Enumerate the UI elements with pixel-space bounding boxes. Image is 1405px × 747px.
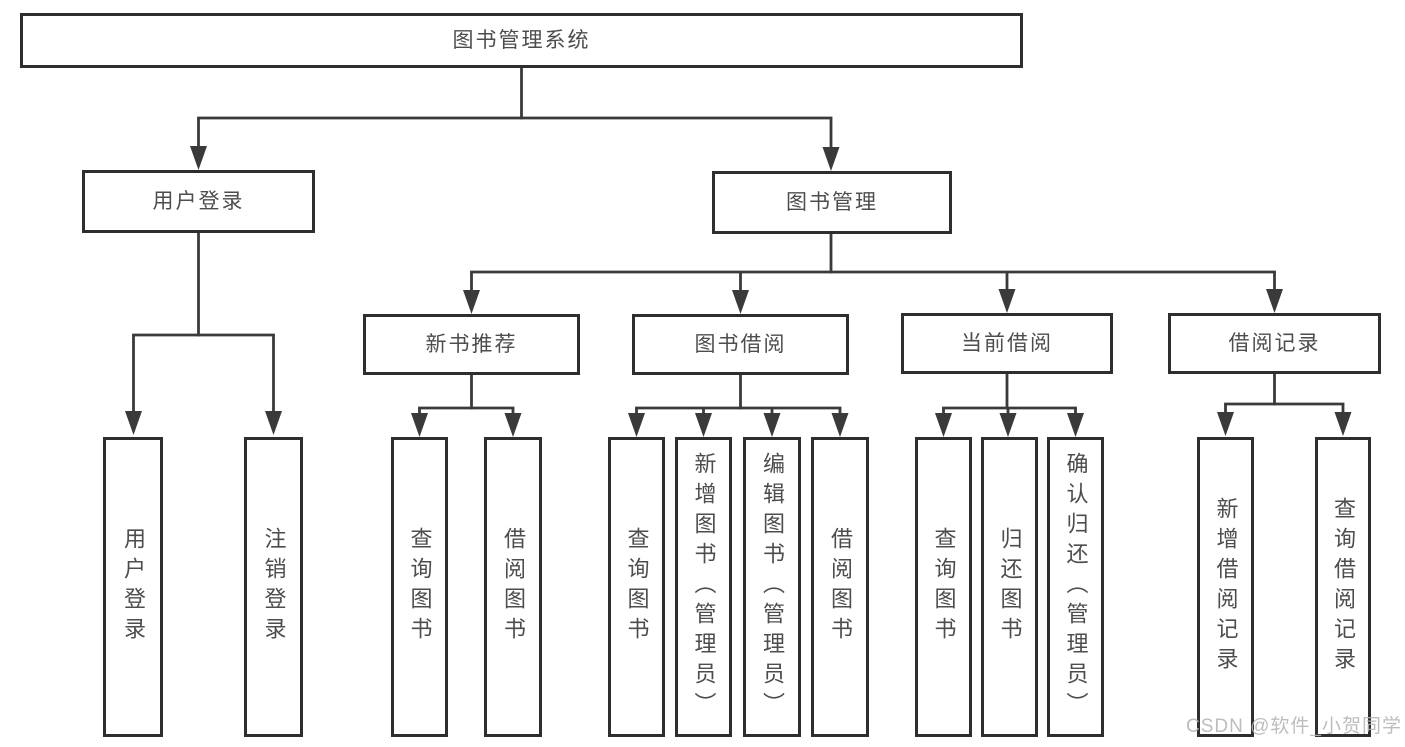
node-label: 新增借阅记录: [1213, 497, 1239, 677]
leaf-br-add-borrow-record: 新增借阅记录: [1197, 437, 1254, 737]
node-label: 用户登录: [121, 527, 146, 647]
node-current-borrow: 当前借阅: [901, 313, 1113, 374]
edges-new-book-recommend-children: [411, 375, 522, 437]
edges-root-to-level2: [190, 68, 840, 171]
node-label: 借阅记录: [1228, 332, 1321, 355]
edges-user-login-children: [125, 233, 282, 435]
node-label: 用户登录: [152, 190, 245, 213]
edges-current-borrow-children: [935, 374, 1084, 437]
leaf-user-login: 用户登录: [103, 437, 163, 737]
node-label: 图书管理系统: [452, 29, 591, 52]
leaf-nbr-query-books: 查询图书: [391, 437, 448, 737]
node-label: 注销登录: [261, 527, 287, 647]
edges-book-management-sections: [463, 234, 1283, 314]
leaf-cb-confirm-return-admin: 确认归还（管理员）: [1047, 437, 1104, 737]
node-label: 查询图书: [931, 527, 957, 647]
node-new-book-recommend: 新书推荐: [363, 314, 580, 375]
node-label: 借阅图书: [828, 527, 853, 647]
node-label: 图书管理: [786, 191, 878, 214]
node-label: 归还图书: [997, 527, 1023, 647]
leaf-bb-add-books-admin: 新增图书（管理员）: [675, 437, 732, 737]
node-borrow-records: 借阅记录: [1168, 313, 1381, 374]
node-user-login: 用户登录: [82, 170, 315, 233]
node-label: 查询图书: [407, 527, 433, 647]
leaf-bb-edit-books-admin: 编辑图书（管理员）: [743, 437, 801, 737]
node-label: 图书借阅: [694, 333, 787, 356]
node-label: 查询借阅记录: [1331, 497, 1356, 677]
node-label: 编辑图书（管理员）: [760, 452, 785, 722]
leaf-bb-query-books: 查询图书: [608, 437, 665, 737]
node-label: 新增图书（管理员）: [691, 452, 717, 722]
node-label: 当前借阅: [961, 332, 1053, 355]
edges-borrow-records-children: [1217, 374, 1352, 436]
leaf-br-query-borrow-record: 查询借阅记录: [1315, 437, 1371, 737]
edges-book-borrow-children: [628, 375, 849, 437]
node-label: 借阅图书: [501, 527, 526, 647]
node-book-borrow: 图书借阅: [632, 314, 849, 375]
leaf-logout: 注销登录: [244, 437, 303, 737]
node-library-management-system: 图书管理系统: [20, 13, 1023, 68]
leaf-nbr-borrow-books: 借阅图书: [484, 437, 542, 737]
node-label: 确认归还（管理员）: [1063, 452, 1089, 722]
leaf-bb-borrow-books: 借阅图书: [811, 437, 869, 737]
node-label: 查询图书: [624, 527, 650, 647]
watermark: CSDN @软件_小贺同学: [1186, 716, 1402, 737]
node-label: 新书推荐: [425, 333, 518, 356]
node-book-management: 图书管理: [712, 171, 952, 234]
leaf-cb-query-books: 查询图书: [915, 437, 972, 737]
leaf-cb-return-books: 归还图书: [981, 437, 1038, 737]
